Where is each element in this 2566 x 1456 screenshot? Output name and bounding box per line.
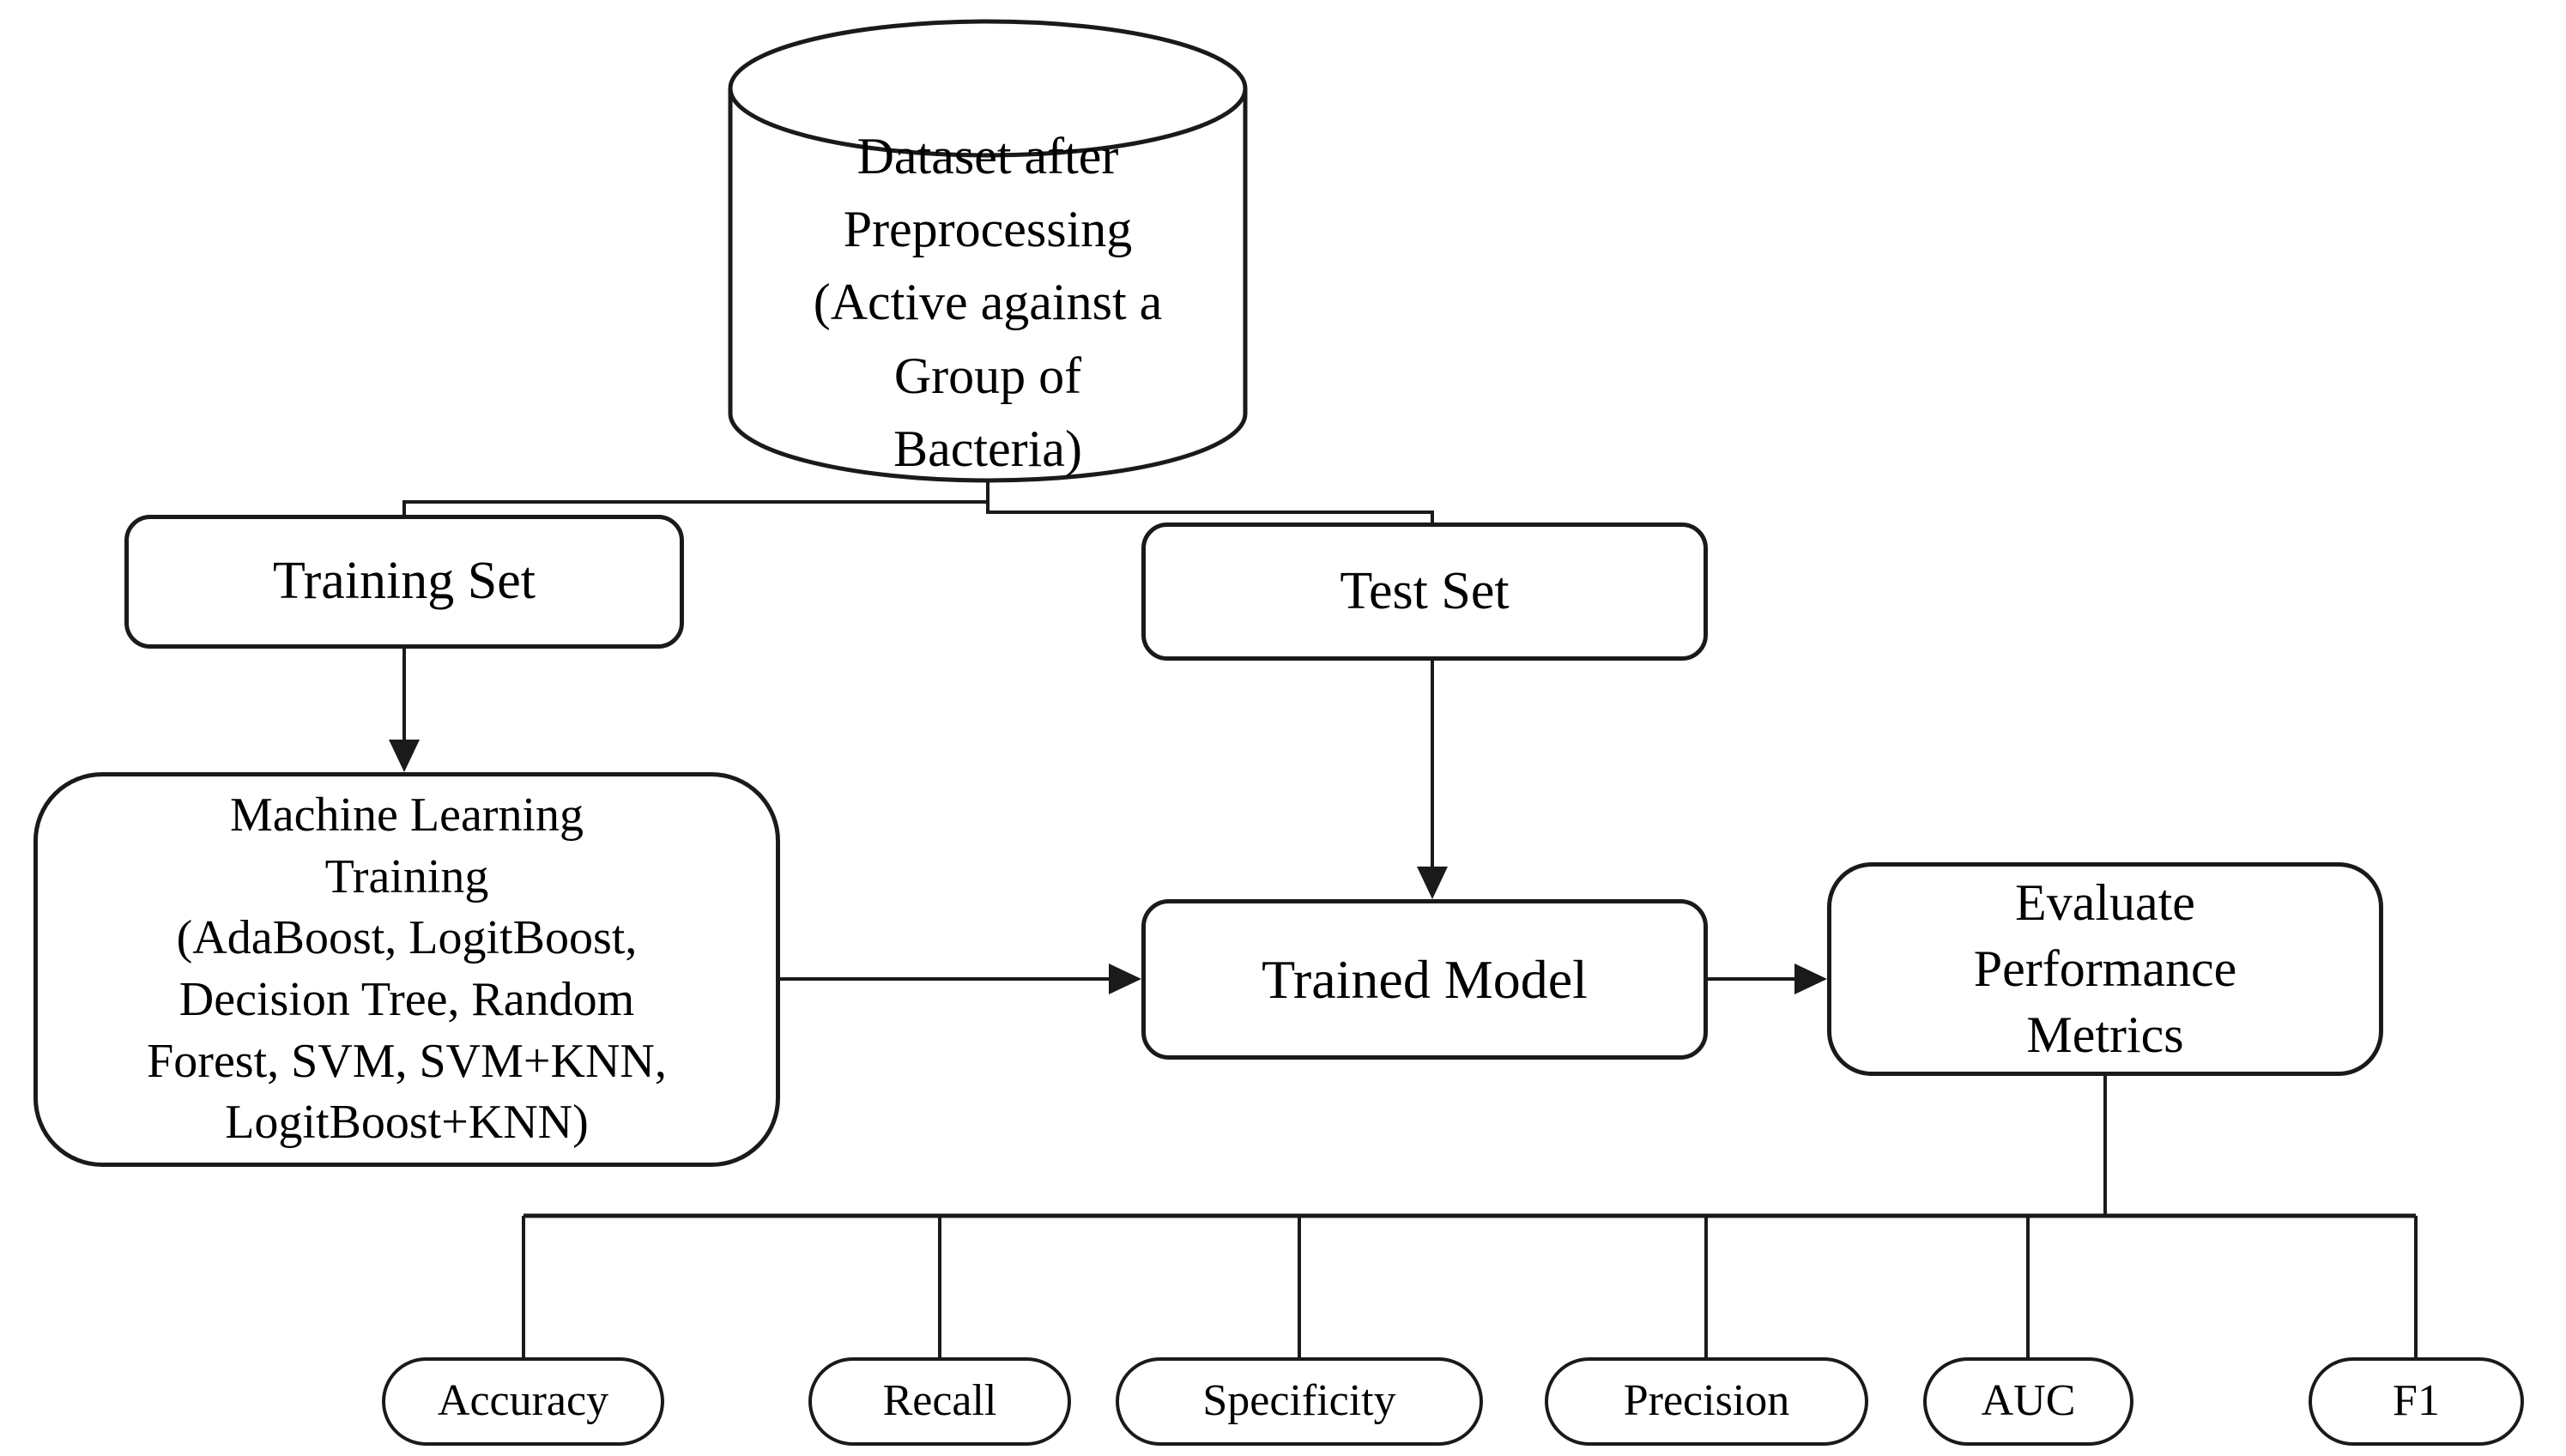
- arrowhead-to-trained-left: [1109, 964, 1141, 994]
- arrowhead-to-trained-top: [1417, 867, 1448, 899]
- metric-pill-precision: Precision: [1545, 1357, 1868, 1446]
- metric-label-f1: F1: [2393, 1376, 2440, 1426]
- metric-label-recall: Recall: [882, 1376, 997, 1426]
- evaluate-metrics-box: Evaluate Performance Metrics: [1827, 862, 2383, 1076]
- metric-pill-accuracy: Accuracy: [382, 1357, 664, 1446]
- trained-model-box: Trained Model: [1141, 899, 1708, 1060]
- ml-training-label: Machine Learning Training (AdaBoost, Log…: [147, 788, 667, 1150]
- arrowhead-to-ml: [389, 740, 420, 772]
- ml-training-box: Machine Learning Training (AdaBoost, Log…: [33, 772, 780, 1167]
- metric-label-precision: Precision: [1623, 1376, 1790, 1426]
- metric-pill-specificity: Specificity: [1116, 1357, 1483, 1446]
- test-set-box: Test Set: [1141, 523, 1708, 661]
- metric-label-auc: AUC: [1981, 1376, 2076, 1426]
- trained-model-label: Trained Model: [1262, 948, 1588, 1010]
- metric-pill-f1: F1: [2309, 1357, 2524, 1446]
- training-set-label: Training Set: [272, 552, 536, 611]
- metric-pill-recall: Recall: [808, 1357, 1071, 1446]
- evaluate-metrics-label: Evaluate Performance Metrics: [1973, 874, 2237, 1063]
- database-cylinder-top: [728, 19, 1248, 158]
- split-to-test-line: [986, 502, 1434, 527]
- arrowhead-to-evaluate: [1794, 964, 1827, 994]
- metric-label-accuracy: Accuracy: [437, 1376, 609, 1426]
- training-set-box: Training Set: [124, 515, 684, 649]
- metric-label-specificity: Specificity: [1202, 1376, 1396, 1426]
- metric-pill-auc: AUC: [1923, 1357, 2133, 1446]
- test-set-label: Test Set: [1340, 561, 1510, 620]
- dataset-node-label: Dataset after Preprocessing (Active agai…: [813, 128, 1163, 477]
